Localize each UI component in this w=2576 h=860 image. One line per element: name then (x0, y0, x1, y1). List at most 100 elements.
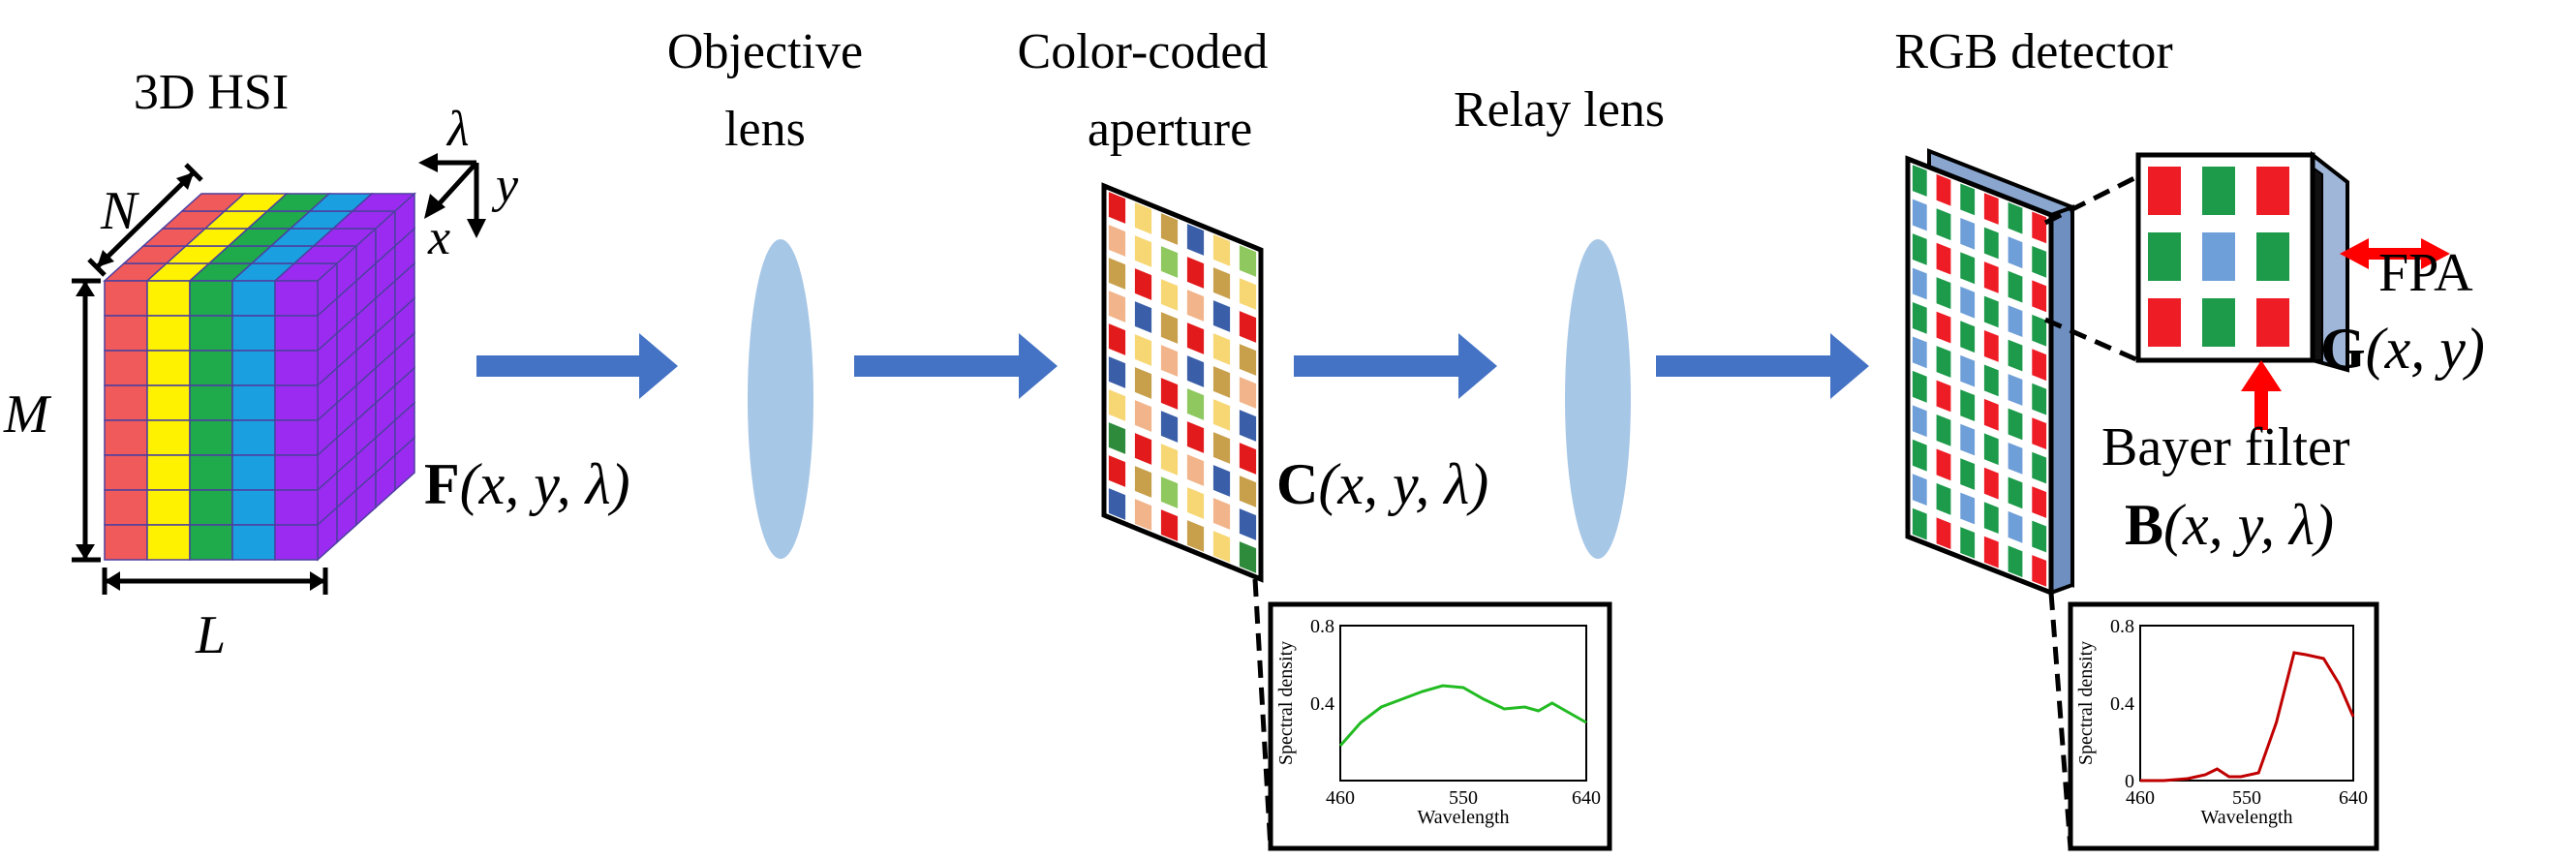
fpa-pixel (2202, 232, 2235, 281)
x-tick-label: 550 (1449, 787, 1478, 809)
color-coded-aperture (1101, 182, 1264, 583)
aperture-cell (1212, 531, 1231, 563)
bayer-pixel (2008, 443, 2023, 475)
bayer-pixel (1983, 330, 1999, 362)
cube-front-cell (231, 419, 276, 456)
cube-front-cell (146, 489, 191, 526)
cube-front-cell (189, 280, 233, 317)
flow-arrows (476, 333, 1869, 399)
aperture-cell (1212, 333, 1231, 365)
zoom-line-bottom (2043, 317, 2140, 363)
bayer-pixel (1960, 252, 1976, 285)
cube-front-cell (146, 524, 191, 561)
aperture-cell (1134, 433, 1152, 465)
cube-front-cell (104, 350, 148, 386)
aperture-cell (1160, 476, 1179, 508)
relay-lens-label: Relay lens (1454, 82, 1665, 138)
bayer-pixel (1983, 227, 1999, 260)
aperture-cell (1239, 476, 1257, 507)
bayer-pixel (2008, 236, 2023, 269)
detector-plate (1905, 155, 2054, 597)
aperture-cell (1134, 367, 1152, 399)
bayer-filter-label: Bayer filter (2101, 417, 2350, 477)
formula-c: C(x, y, λ) (1276, 452, 1488, 516)
y-tick-label: 0.8 (1310, 616, 1334, 637)
fpa-pixel (2256, 167, 2289, 215)
bayer-pixel (1960, 218, 1976, 250)
cube-front-cell (104, 524, 148, 561)
aperture-cell (1212, 234, 1231, 266)
aperture-cell (1108, 323, 1126, 355)
aperture-cell (1239, 443, 1257, 475)
detector-edge (2049, 204, 2074, 596)
bayer-pixel (2032, 451, 2047, 484)
cube-front-cell (104, 454, 148, 491)
bayer-pixel (1912, 302, 1927, 334)
zoom-line-top (2043, 173, 2140, 226)
aperture-cell (1212, 465, 1231, 497)
x-axis-label: Wavelength (2200, 807, 2292, 828)
bayer-pixel (1936, 448, 1951, 481)
bayer-pixel (2032, 417, 2047, 449)
bayer-pixel (1936, 346, 1951, 378)
fpa-pointer-arrow (2378, 238, 2450, 269)
aperture-cell (1239, 377, 1257, 409)
bayer-pixel (1912, 233, 1927, 265)
bayer-pixel (1936, 517, 1951, 550)
aperture-label-line2: aperture (1088, 102, 1252, 157)
fpa-pixel (2148, 298, 2181, 347)
aperture-cell (1108, 291, 1126, 322)
x-tick-label: 460 (2126, 787, 2155, 809)
x-axis-label: Wavelength (1417, 807, 1509, 828)
y-axis-label: Spectral density (1275, 641, 1297, 765)
bayer-pixel (1983, 193, 1999, 225)
aperture-cell (1160, 246, 1179, 278)
aperture-cell (1186, 355, 1205, 387)
axis-x-label: x (427, 210, 450, 265)
bayer-pixel (2032, 246, 2047, 278)
aperture-cell (1160, 509, 1179, 541)
bayer-pixel (1936, 311, 1951, 344)
x-tick-label: 640 (1572, 787, 1601, 809)
bayer-pixel (1912, 370, 1927, 403)
bayer-pixel (2008, 339, 2023, 372)
cube-front-cell (189, 524, 233, 561)
bayer-pixel (1936, 173, 1951, 206)
aperture-cell (1212, 300, 1231, 332)
cube-front-cell (274, 384, 319, 421)
bayer-pixel (1983, 261, 1999, 293)
cube-front-cell (104, 419, 148, 456)
cube-front-cell (189, 489, 233, 526)
aperture-cell (1108, 422, 1126, 454)
fpa-pixel (2148, 167, 2181, 215)
aperture-cell (1160, 213, 1179, 245)
bayer-pixel (2032, 349, 2047, 382)
aperture-cell (1186, 421, 1205, 453)
bayer-pixel (2032, 486, 2047, 518)
bayer-pointer-head (2241, 360, 2282, 391)
aperture-cell (1212, 432, 1231, 464)
inset-frame (2068, 601, 2379, 851)
y-axis-label: Spectral density (2075, 641, 2097, 765)
cube-front-cell (231, 384, 276, 421)
dim-m-label: M (3, 384, 52, 445)
bayer-pixel (1983, 536, 1999, 568)
aperture-cell (1212, 366, 1231, 398)
plot-area (1339, 625, 1587, 782)
aperture-cell (1108, 455, 1126, 487)
cube-front-cell (104, 280, 148, 317)
bayer-pixel (1912, 405, 1927, 438)
aperture-cell (1186, 257, 1205, 289)
fpa-zoom-inset (2135, 150, 2450, 430)
bayer-pixel (1936, 415, 1951, 446)
spectrum-line (2140, 651, 2355, 783)
cube-front-cell (274, 350, 319, 386)
cube-front-cell (231, 315, 276, 352)
bayer-pixel (1936, 277, 1951, 309)
bayer-pixel (1983, 467, 1999, 500)
hsi-title: 3D HSI (134, 65, 289, 120)
aperture-cell (1134, 400, 1152, 432)
cube-front-cell (146, 454, 191, 491)
axis-lambda-label: λ (445, 102, 470, 157)
